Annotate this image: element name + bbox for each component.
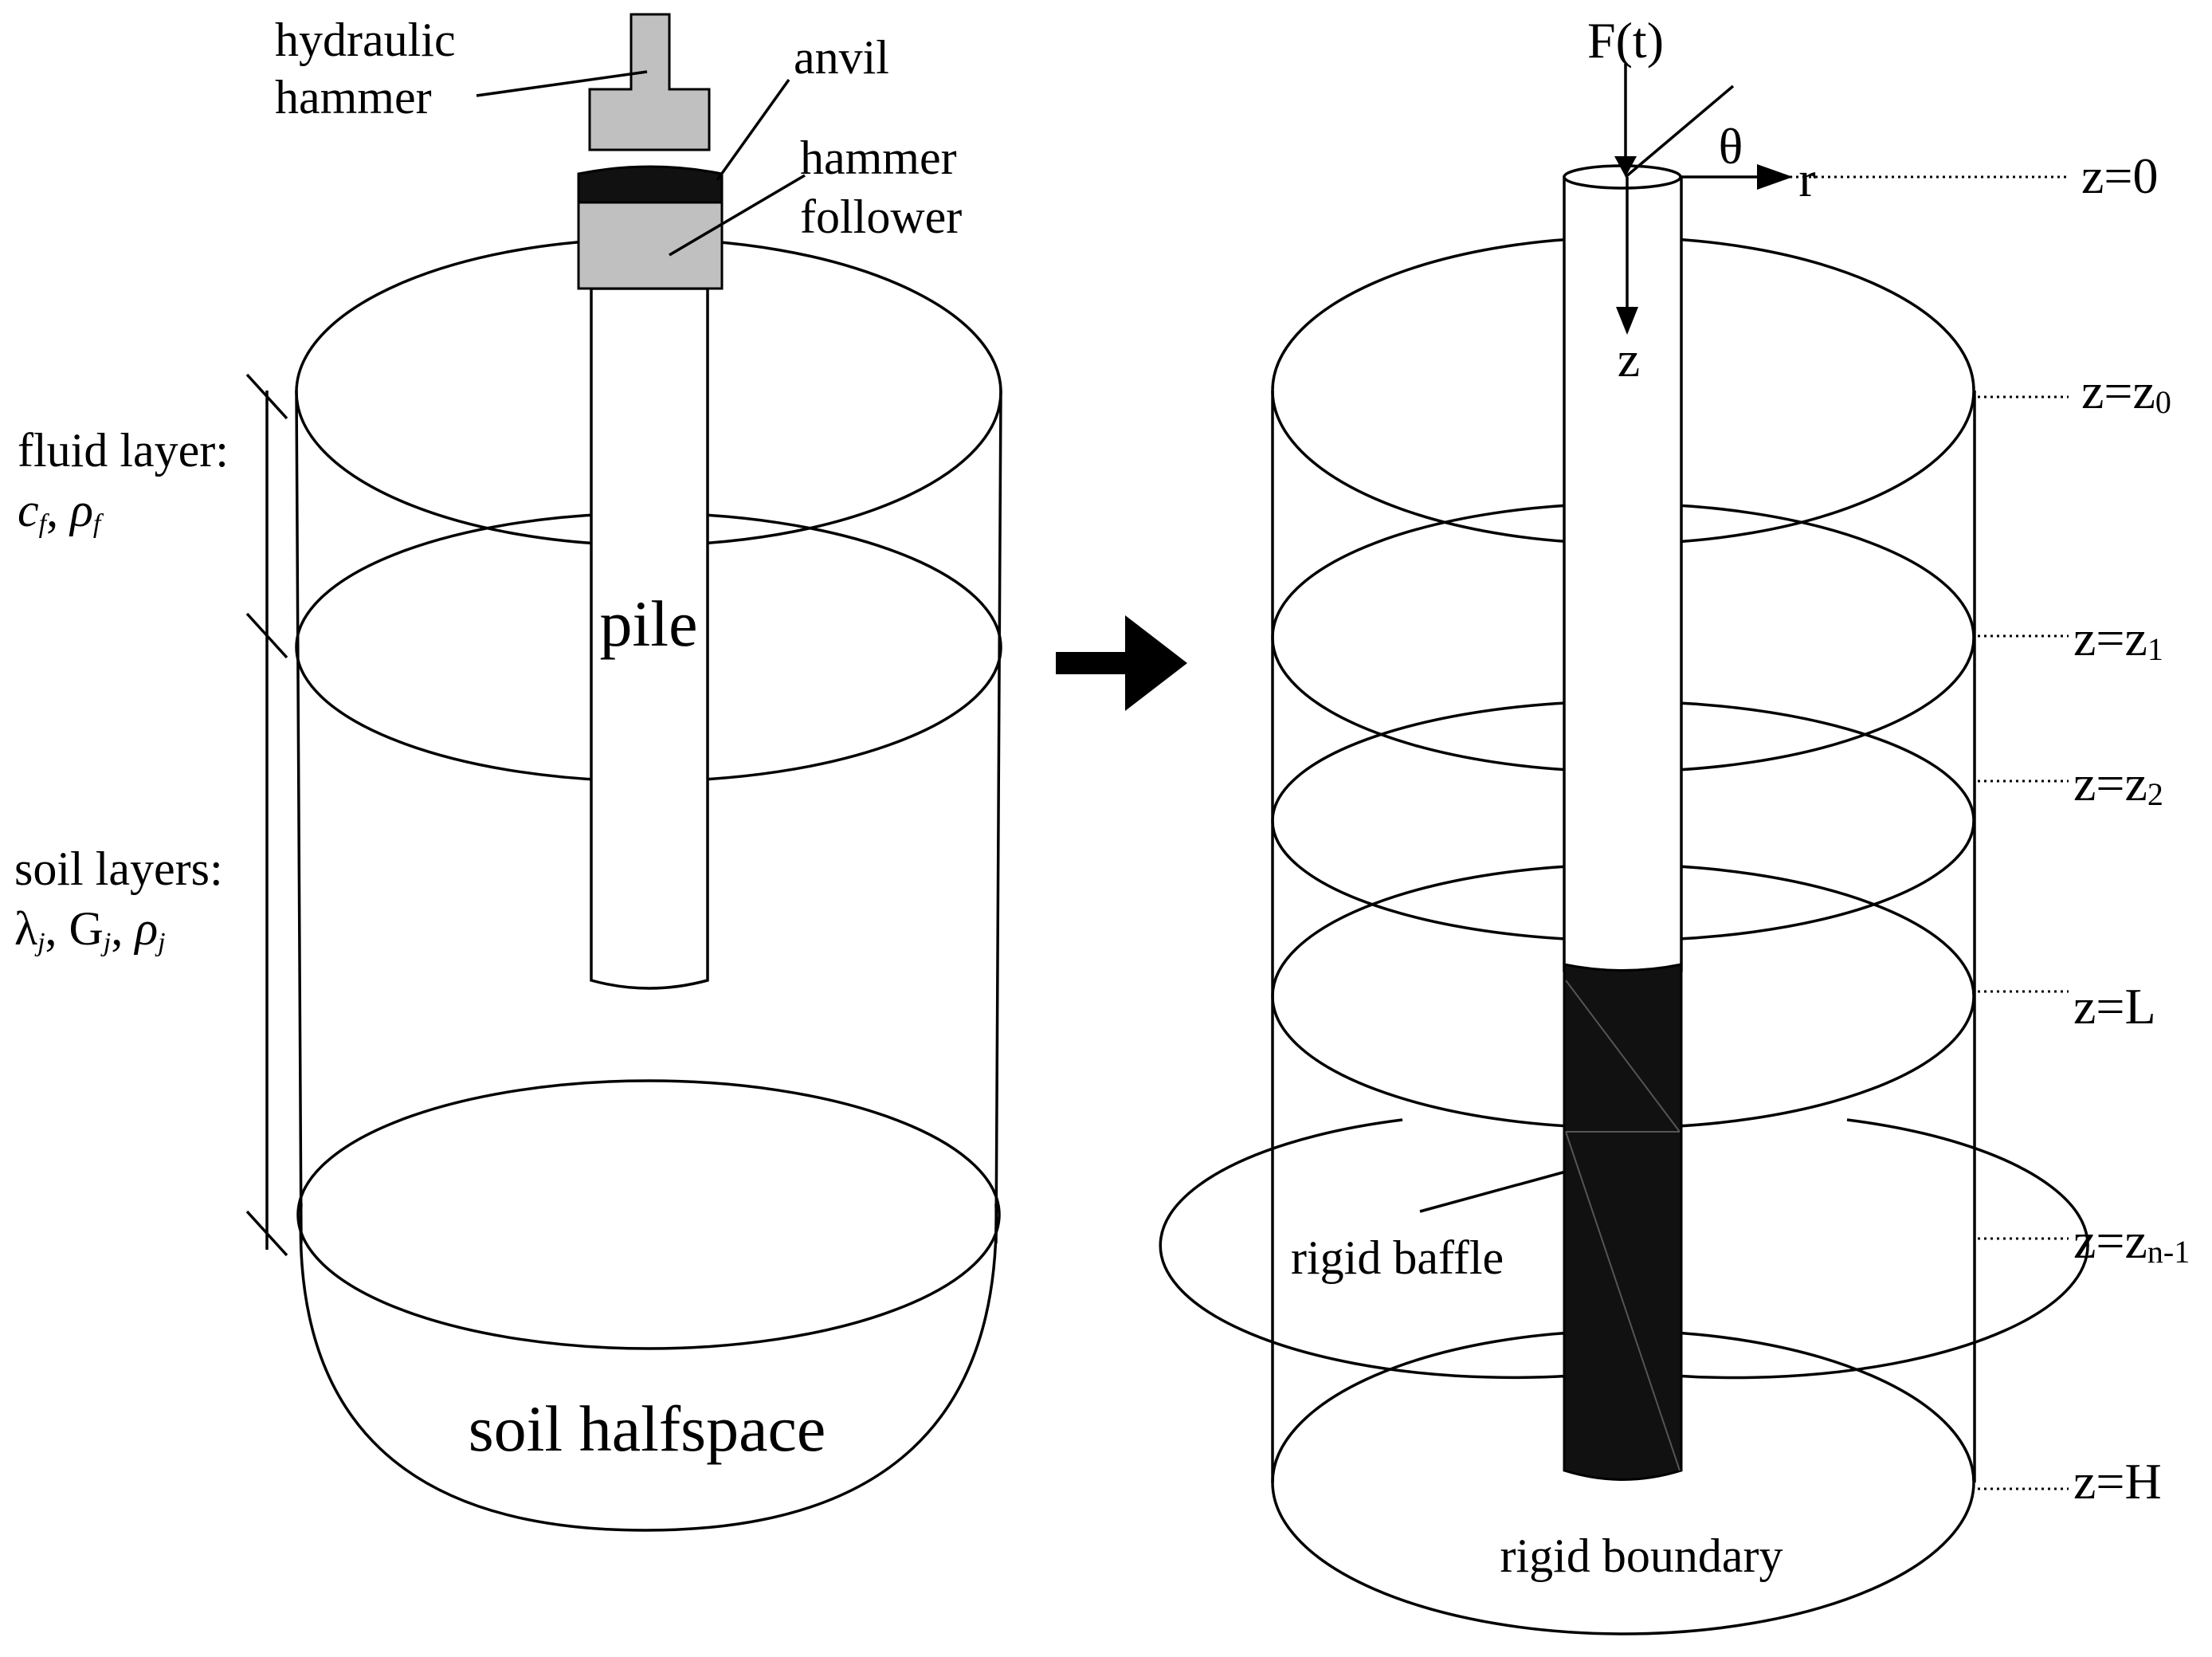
label-rigid-boundary: rigid boundary xyxy=(1500,1529,1783,1582)
force-arrow-head xyxy=(1614,156,1637,177)
hydraulic-hammer-leader xyxy=(476,70,648,97)
soil-halfspace-top-ellipse xyxy=(296,1079,1001,1350)
label-hammer-follower-1: hammer xyxy=(800,132,957,184)
label-r: r xyxy=(1798,151,1815,207)
depth-label-H: z=H xyxy=(2073,1453,2162,1510)
arrow-head xyxy=(1125,615,1187,711)
label-soil-halfspace: soil halfspace xyxy=(469,1392,826,1465)
right-cylinder-wall xyxy=(994,390,1002,1244)
transition-arrow xyxy=(1056,615,1187,711)
baffle-shade-line-1 xyxy=(1565,980,1681,1133)
left-figure: hydraulic hammer anvil hammer follower f… xyxy=(14,13,1002,1532)
rigid-baffle-leader xyxy=(1419,1170,1567,1213)
depth-label-zz1: z=z1 xyxy=(2073,610,2163,667)
right-figure: F(t) θ r z rigid baffle rigid boundary z… xyxy=(1159,12,2190,1635)
z-axis-arrowhead xyxy=(1616,307,1638,335)
theta-leader-line xyxy=(1624,84,1735,179)
soil-halfspace-bowl xyxy=(299,1203,998,1532)
label-hydraulic: hydraulic xyxy=(275,14,456,66)
r-axis-arrowhead xyxy=(1757,164,1793,190)
right-pile-shaft xyxy=(1563,175,1683,976)
label-z-axis: z xyxy=(1618,331,1640,387)
label-fluid-layer: fluid layer: xyxy=(18,424,229,477)
baffle-shade-line-3 xyxy=(1565,1131,1681,1471)
depth-label-zz0: z=z0 xyxy=(2081,363,2171,420)
arrow-shaft xyxy=(1056,652,1129,674)
label-anvil: anvil xyxy=(794,31,889,84)
dimension-tick-middle xyxy=(245,612,288,659)
depth-label-L: z=L xyxy=(2073,978,2156,1035)
label-hammer-follower-2: follower xyxy=(800,190,962,243)
depth-label-zn-1: z=zn-1 xyxy=(2073,1212,2190,1270)
dimension-tick-bottom xyxy=(245,1210,288,1257)
left-cylinder-wall xyxy=(295,390,303,1244)
pile-shaft xyxy=(590,287,709,990)
dimension-tick-top xyxy=(245,373,288,420)
depth-label-zz2: z=z2 xyxy=(2073,755,2163,812)
hydraulic-hammer-shape xyxy=(588,13,711,151)
hammer-follower-block xyxy=(577,201,724,290)
label-rigid-baffle: rigid baffle xyxy=(1291,1231,1504,1284)
follower-leader xyxy=(669,174,806,257)
anvil-block xyxy=(577,165,724,204)
rigid-baffle-pile xyxy=(1563,963,1683,1481)
label-force: F(t) xyxy=(1587,12,1664,69)
anvil-leader xyxy=(716,78,790,182)
depth-label-z0: z=0 xyxy=(2081,147,2159,204)
label-soil-layers: soil layers: xyxy=(14,842,223,895)
label-hammer: hammer xyxy=(275,71,432,124)
label-soil-params: λj, Gj, ρj xyxy=(14,902,166,957)
label-theta: θ xyxy=(1719,118,1743,175)
label-pile: pile xyxy=(600,587,698,660)
label-fluid-params: cf, ρf xyxy=(18,484,104,539)
